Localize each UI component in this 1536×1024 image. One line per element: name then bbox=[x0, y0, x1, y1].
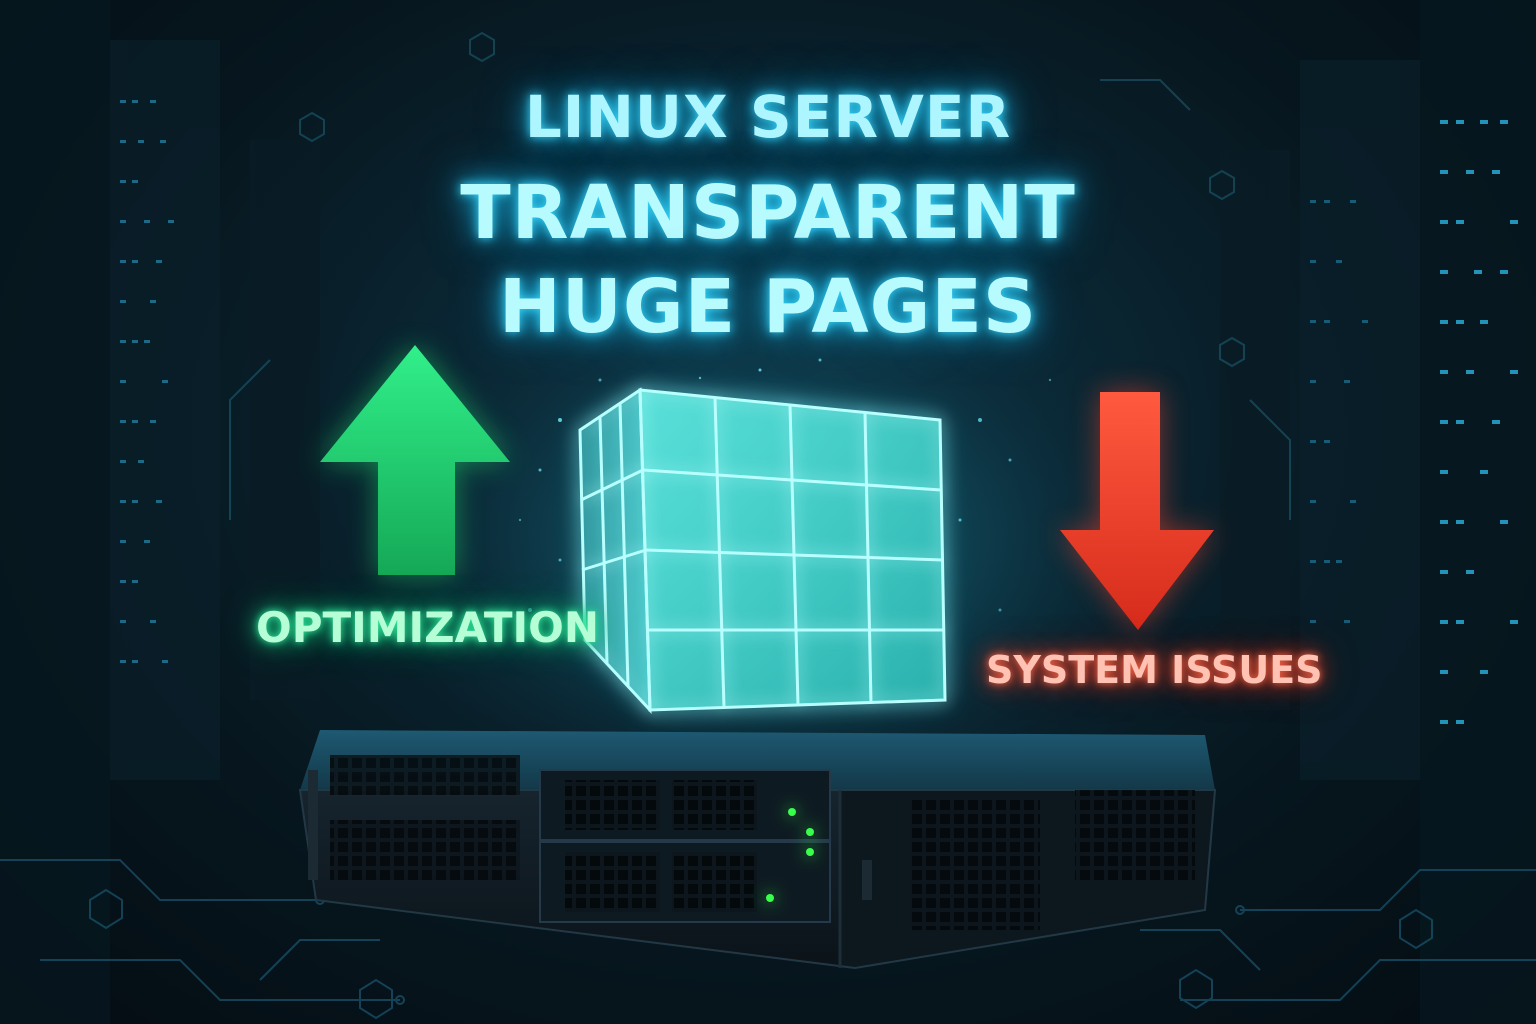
arrow-up-icon bbox=[320, 345, 510, 575]
background-hexagons bbox=[229, 31, 1291, 520]
status-leds bbox=[766, 808, 814, 902]
title-line-3: HUGE PAGES bbox=[498, 264, 1038, 350]
arrow-down-icon bbox=[1060, 392, 1214, 630]
optimization-label: OPTIMIZATION bbox=[256, 603, 600, 652]
circuit-floor bbox=[0, 859, 1536, 1020]
title-line-1: LINUX SERVER bbox=[524, 83, 1012, 151]
right-rack bbox=[1220, 0, 1536, 1024]
memory-cube-icon bbox=[578, 387, 947, 714]
left-rack bbox=[0, 0, 320, 1024]
title-line-2: TRANSPARENT bbox=[460, 170, 1076, 256]
system-issues-label: SYSTEM ISSUES bbox=[986, 648, 1323, 692]
sparkle-particles bbox=[518, 358, 1052, 612]
rack-server-icon bbox=[298, 730, 1217, 970]
rack-leds bbox=[120, 100, 1518, 724]
